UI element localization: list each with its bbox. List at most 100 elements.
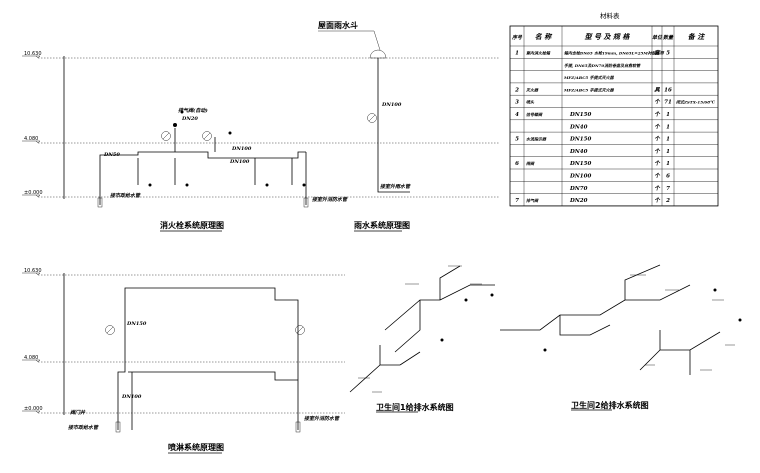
sprinkler-upper-loop bbox=[117, 287, 299, 430]
sprinkler-riser-label: DN150 bbox=[126, 321, 147, 327]
iso-left-fixture-icon bbox=[464, 298, 468, 302]
sp-elev-roof: 10.630 bbox=[24, 268, 42, 274]
pipe-dn100-label: DN100 bbox=[231, 146, 252, 152]
table-cell: 4 bbox=[515, 112, 519, 118]
sprinkler-supply-right: 接室外消防水管 bbox=[304, 415, 340, 422]
table-header-cell: 名 称 bbox=[535, 32, 553, 41]
table-cell: 水流指示器 bbox=[526, 137, 547, 142]
table-cell: 5 bbox=[515, 137, 519, 143]
table-cell: 个 bbox=[654, 111, 661, 118]
sprinkler-lower-branch bbox=[128, 371, 298, 381]
iso-left-pipes bbox=[384, 265, 495, 353]
sp-elev-mid: 4.080 bbox=[24, 355, 38, 361]
elev-ground-label: ±0.000 bbox=[24, 190, 43, 196]
table-cell: 个 bbox=[654, 123, 661, 130]
hydrant-box-icon bbox=[148, 183, 152, 187]
table-cell: 个 bbox=[654, 185, 661, 192]
hydrant-valve-right-icon bbox=[303, 197, 309, 208]
table-cell: 闸阀 bbox=[526, 161, 535, 166]
table-cell: 信号蝶阀 bbox=[526, 112, 543, 117]
hydrant-box-icon bbox=[185, 183, 189, 187]
table-cell: 7 bbox=[515, 198, 519, 204]
hydrant-box-icon bbox=[265, 183, 269, 187]
table-cell: 16 bbox=[664, 87, 672, 93]
table-cell: 2 bbox=[665, 198, 670, 204]
rain-pipe-tag-icon bbox=[367, 113, 377, 123]
pipe-tag-slash-icon bbox=[203, 132, 211, 140]
iso-left-drain bbox=[349, 345, 421, 393]
table-cell: 箱内含栓DN65 水枪19mm, DN65L=25M衬胶水带 bbox=[564, 51, 665, 56]
iso-right-fixture-icon bbox=[713, 288, 717, 292]
exhaust-valve-icon-3 bbox=[228, 131, 232, 135]
iso-left-diagram: 卫生间1给排水系统图 bbox=[349, 265, 495, 413]
table-cell: MFZ/ABC5 手提式灭火器 bbox=[563, 87, 615, 92]
table-cell: DN100 bbox=[569, 174, 591, 180]
roof-drain-label: 屋面雨水斗 bbox=[318, 20, 358, 30]
hydrant-branches bbox=[137, 158, 293, 185]
sp-elev-ground: ±0.000 bbox=[24, 406, 43, 412]
table-cell: 1 bbox=[666, 112, 670, 118]
elev-mid-mark bbox=[22, 140, 41, 144]
iso-right-title: 卫生间2给排水系统图 bbox=[571, 400, 649, 410]
elev-roof-label: 10.630 bbox=[24, 51, 42, 57]
pipe-dn50-label: DN50 bbox=[103, 152, 120, 158]
table-cell: 7 bbox=[666, 186, 670, 192]
iso-right-diagram: 卫生间2给排水系统图 bbox=[500, 264, 742, 411]
sprinkler-valve-icon bbox=[295, 421, 301, 433]
table-cell: MFZ/ABC5 手提式灭火器 bbox=[563, 75, 615, 80]
sprinkler-tag-icon bbox=[295, 325, 305, 335]
table-cell: DN150 bbox=[569, 112, 591, 118]
iso-right-leaders bbox=[630, 274, 735, 371]
iso-right-drain bbox=[639, 330, 721, 375]
table-cell: 5 bbox=[666, 51, 670, 57]
elev-roof-mark bbox=[22, 55, 41, 59]
table-cell: 2 bbox=[514, 87, 519, 93]
table-cell: DN40 bbox=[569, 124, 588, 130]
sp-elev-ground-mark bbox=[22, 410, 41, 414]
table-cell: 1 bbox=[666, 149, 670, 155]
table-cell: 具 bbox=[653, 86, 660, 93]
rain-riser-label: DN100 bbox=[381, 102, 402, 108]
table-header-cell: 单位 bbox=[652, 34, 663, 41]
iso-left-title: 卫生间1给排水系统图 bbox=[376, 402, 454, 412]
table-cell: DN150 bbox=[569, 161, 591, 167]
table-cell: 6 bbox=[666, 174, 670, 180]
hydrant-exhaust-risers bbox=[174, 128, 216, 152]
table-cell: 灭火器 bbox=[525, 87, 539, 92]
iso-right-fixture-icon bbox=[543, 348, 547, 352]
iso-left-fixture-icon bbox=[440, 338, 444, 342]
hydrant-rain-diagram: 10.630 4.080 ±0.000 排气阀(自动) DN20 DN50 DN… bbox=[22, 20, 500, 232]
table-cell: 排气阀 bbox=[526, 198, 539, 203]
sp-elev-mid-mark bbox=[22, 359, 41, 363]
rain-title: 雨水系统原理图 bbox=[354, 220, 410, 230]
table-cell: 个 bbox=[654, 99, 661, 106]
table-cell: 个 bbox=[654, 197, 661, 204]
iso-right-pipes bbox=[500, 264, 691, 336]
table-cell: 71 bbox=[664, 100, 672, 106]
table-cell: 个 bbox=[654, 173, 661, 180]
rain-pipe-tag-slash-icon bbox=[368, 114, 376, 122]
sprinkler-tag-slash-icon bbox=[106, 326, 114, 334]
hydrant-main-pipe bbox=[99, 151, 306, 205]
sprinkler-supply-left: 接市政给水管 bbox=[68, 424, 99, 431]
table-cell: DN70 bbox=[569, 186, 588, 192]
sprinkler-diagram: 10.630 4.080 ±0.000 DN150 DN100 接市政给水管 接… bbox=[22, 268, 345, 454]
iso-left-fixture-icon bbox=[490, 293, 494, 297]
elev-ground-mark bbox=[22, 194, 41, 198]
sprinkler-riser-mid-label: DN100 bbox=[121, 394, 142, 400]
exhaust-valve-label: 排气阀(自动) bbox=[178, 107, 208, 114]
table-cell: DN20 bbox=[569, 198, 588, 204]
table-header-cell: 备 注 bbox=[688, 32, 705, 41]
hydrant-valve-left-icon bbox=[97, 197, 103, 208]
pipe-tag-icon bbox=[161, 131, 171, 141]
table-cell: DN40 bbox=[569, 149, 588, 155]
table-cell: 个 bbox=[654, 160, 661, 167]
roof-drain-icon bbox=[369, 49, 387, 59]
iso-left-leaders bbox=[358, 265, 482, 393]
elev-mid-label: 4.080 bbox=[24, 136, 38, 142]
table-cell: 室内消火栓箱 bbox=[526, 51, 551, 56]
